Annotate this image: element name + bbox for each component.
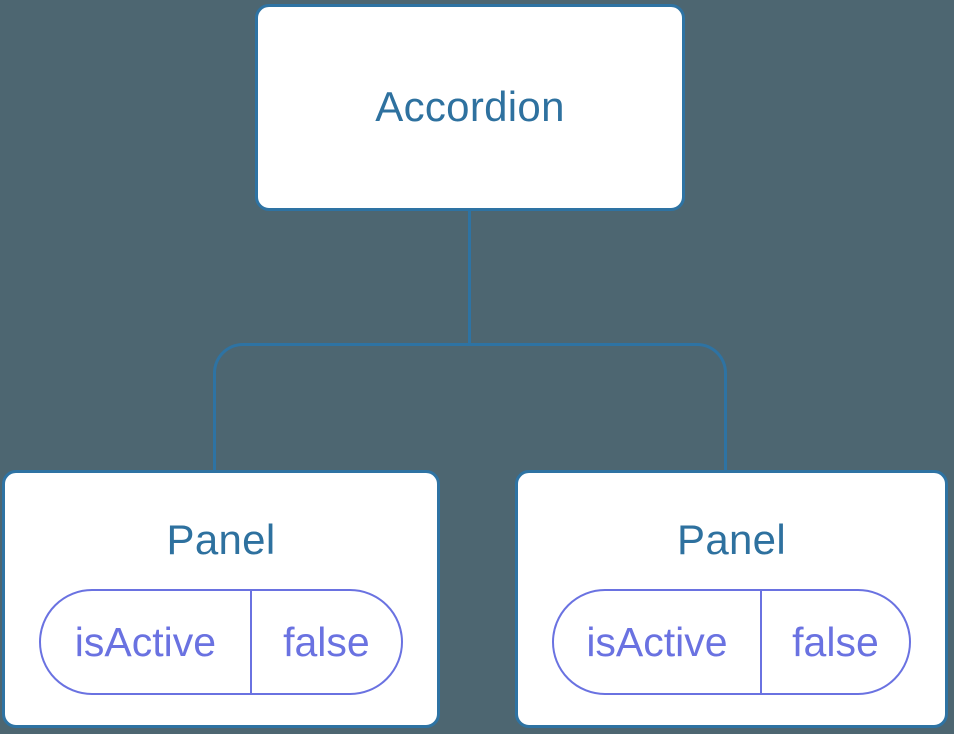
connector-stem-line [468, 210, 471, 344]
node-panel-2: Panel isActive false [515, 470, 948, 728]
panel-node-label: Panel [677, 516, 786, 563]
node-accordion: Accordion [255, 4, 685, 211]
state-value-label: false [283, 618, 370, 665]
state-pill: isActive false [552, 589, 911, 696]
node-panel-1: Panel isActive false [2, 470, 440, 728]
accordion-node-label: Accordion [375, 83, 565, 131]
state-name-label: isActive [554, 591, 762, 694]
state-value-label: false [792, 618, 879, 665]
panel-node-label: Panel [166, 516, 276, 563]
connector-branch-bracket [213, 343, 727, 470]
state-pill: isActive false [39, 589, 403, 696]
state-name-label: isActive [41, 591, 252, 694]
